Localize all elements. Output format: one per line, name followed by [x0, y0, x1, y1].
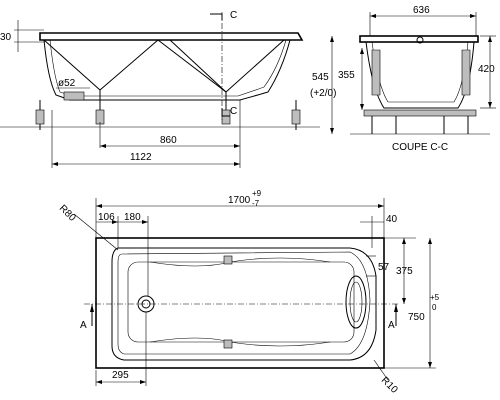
support-frame	[39, 39, 297, 130]
drain-fitting	[63, 91, 85, 101]
dim-295-label: 295	[112, 370, 129, 381]
section-title: COUPE C-C	[392, 142, 448, 153]
dim-52-label: ø52	[58, 78, 76, 89]
dim-1700-label: 1700	[228, 195, 251, 206]
section-c-top-label: C	[230, 10, 237, 21]
side-elevation-view: 30 ø52 C	[0, 10, 320, 168]
dim-545-label: 545	[312, 72, 329, 83]
foot-right-outer	[291, 109, 301, 125]
foot-left-outer	[35, 109, 45, 125]
plan-view: 1700 +9 -7 A A R80	[57, 189, 440, 396]
dim-860-label: 860	[160, 135, 177, 146]
radius-r80-label: R80	[57, 203, 78, 224]
tub-body-outline	[43, 39, 291, 101]
section-base-frame	[363, 109, 477, 117]
dim-106-label: 106	[98, 212, 115, 223]
foot-left-inner	[95, 109, 105, 125]
tub-rim	[39, 32, 304, 41]
dim-1122-label: 1122	[130, 152, 152, 163]
dim-57-label: 57	[378, 262, 390, 273]
dim-1700-tol-dn: -7	[252, 199, 260, 208]
radius-r10-label: R10	[379, 375, 400, 396]
section-rim	[359, 35, 479, 43]
plan-basin-outline	[111, 247, 377, 361]
section-a-right-label: A	[388, 320, 395, 331]
section-cc-view: 636 545 (+2/0) 355 420 COUPE	[310, 5, 496, 153]
headrest-oval	[345, 275, 367, 329]
plan-outer-rim	[95, 237, 385, 369]
section-a-left-label: A	[80, 320, 87, 331]
dim-750-tol-up: +5	[430, 293, 440, 302]
dim-1700-tol-up: +9	[252, 189, 262, 198]
foot-right-inner	[221, 109, 231, 125]
dim-30-label: 30	[0, 32, 12, 43]
dim-545-tolerance: (+2/0)	[310, 88, 336, 99]
dim-355-label: 355	[338, 70, 355, 81]
dim-636-label: 636	[413, 5, 430, 16]
section-tub-shell	[365, 41, 475, 109]
plan-basin-bottom	[127, 261, 355, 343]
dim-420-label: 420	[478, 64, 495, 75]
dim-40-label: 40	[386, 214, 398, 225]
dim-180-label: 180	[124, 212, 141, 223]
dim-375-label: 375	[396, 266, 413, 277]
dim-750-label: 750	[408, 312, 425, 323]
section-c-bottom-label: C	[230, 106, 237, 117]
dim-750-tol-dn: 0	[432, 303, 437, 312]
